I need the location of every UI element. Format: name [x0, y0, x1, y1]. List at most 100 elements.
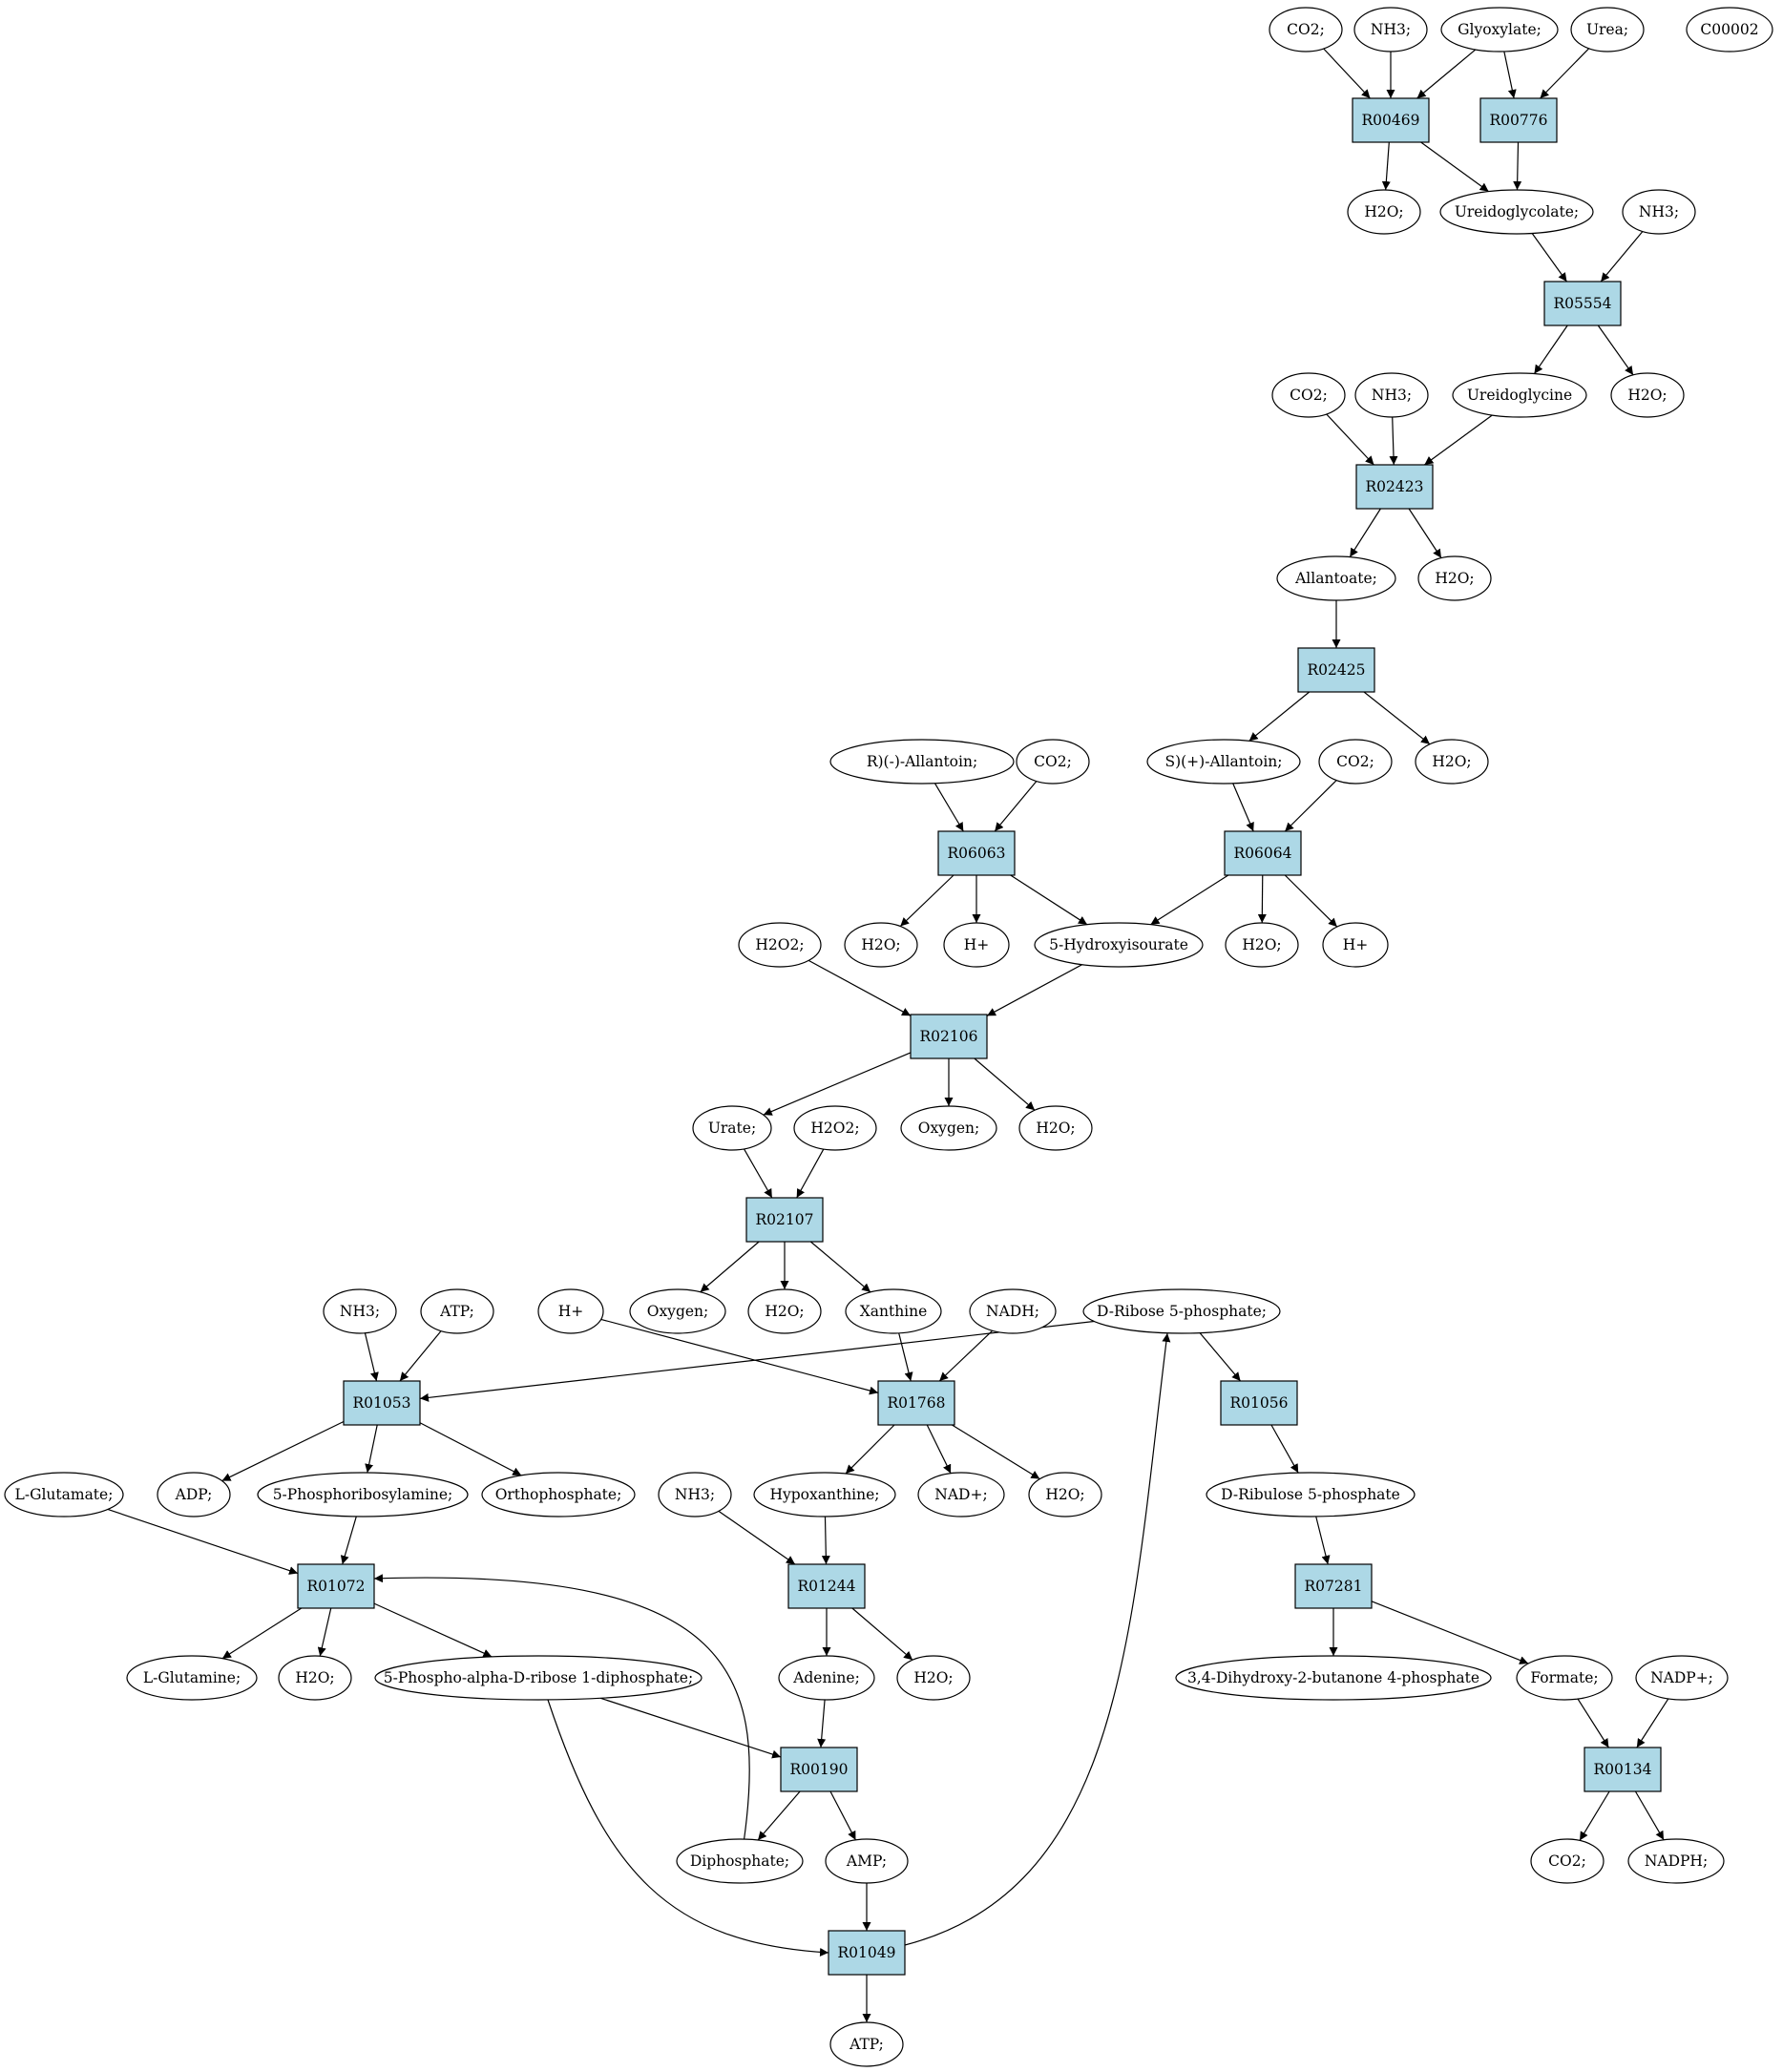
reaction-node-r_R06063: R06063 — [937, 830, 1016, 876]
node-label: R02425 — [1308, 661, 1366, 679]
compound-node-c_nh3_1: NH3; — [1353, 7, 1428, 52]
edge-c_nadpplus-to-r_R00134 — [1636, 1698, 1669, 1748]
compound-ellipse — [1322, 922, 1389, 968]
compound-node-c_s_allantoin: S)(+)-Allantoin; — [1146, 739, 1301, 785]
compound-ellipse — [1016, 739, 1090, 785]
node-label: H2O; — [1364, 203, 1403, 220]
compound-ellipse — [1269, 7, 1343, 52]
edge-c_ribose5p-to-r_R01056 — [1199, 1332, 1242, 1382]
node-label: R02106 — [920, 1028, 978, 1045]
edge-c_nadh-to-r_R01768 — [938, 1329, 994, 1382]
node-label: NH3; — [675, 1486, 715, 1503]
edge-r_R01049-to-c_ribose5p — [904, 1332, 1171, 1946]
compound-ellipse — [738, 922, 822, 968]
reaction-node-r_R01053: R01053 — [343, 1380, 421, 1426]
node-label: H2O; — [913, 1669, 953, 1686]
compound-ellipse — [943, 922, 1010, 968]
compound-node-c_adp: ADP; — [157, 1472, 231, 1517]
compound-node-c_hplus_1: H+ — [943, 922, 1010, 968]
compound-node-c_hypoxanthine: Hypoxanthine; — [753, 1472, 896, 1517]
compound-ellipse — [1627, 1838, 1725, 1884]
compound-ellipse — [1347, 189, 1421, 235]
reaction-box — [828, 1930, 906, 1976]
node-label: R01768 — [888, 1394, 946, 1412]
node-label: R01053 — [353, 1394, 411, 1412]
compound-ellipse — [629, 1288, 726, 1334]
edge-r_R01072-to-c_prpp — [373, 1602, 493, 1658]
node-label: R00469 — [1362, 112, 1420, 129]
node-label: R05554 — [1554, 295, 1612, 312]
node-label: H2O; — [1045, 1486, 1084, 1503]
node-label: R02423 — [1366, 478, 1424, 495]
edge-r_R05554-to-c_ureidoglycine — [1533, 324, 1568, 374]
compound-ellipse — [753, 1472, 896, 1517]
compound-node-c_oxygen_2: Oxygen; — [629, 1288, 726, 1334]
compound-ellipse — [793, 1105, 877, 1151]
node-label: R01056 — [1230, 1394, 1289, 1412]
edge-r_R02425-to-c_h2o_4 — [1363, 691, 1431, 745]
compound-ellipse — [278, 1655, 352, 1701]
node-label: CO2; — [1290, 387, 1328, 404]
compound-ellipse — [4, 1472, 124, 1517]
compound-ellipse — [1635, 1655, 1729, 1701]
node-label: H2O; — [1627, 387, 1667, 404]
compound-node-c_h2o_7: H2O; — [1018, 1105, 1093, 1151]
compound-node-c_h2o2_2: H2O2; — [793, 1105, 877, 1151]
compound-node-c_h2o_1: H2O; — [1347, 189, 1421, 235]
compound-node-c_ribose5p: D-Ribose 5-phosphate; — [1082, 1288, 1281, 1334]
edge-c_h2o2_1-to-r_R02106 — [808, 959, 912, 1016]
edge-c_nh3_2-to-r_R05554 — [1600, 231, 1644, 283]
node-label: R01072 — [307, 1578, 366, 1595]
compound-ellipse — [1439, 189, 1594, 235]
reaction-node-r_R02425: R02425 — [1297, 647, 1375, 693]
node-label: NH3; — [1639, 203, 1679, 220]
compound-node-c_hydroxyisourate: 5-Hydroxyisourate — [1034, 922, 1204, 968]
compound-ellipse — [1440, 7, 1559, 52]
compound-node-c_adenine: Adenine; — [778, 1655, 875, 1701]
node-label: Oxygen; — [647, 1303, 709, 1320]
compound-node-c_nadpplus: NADP+; — [1635, 1655, 1729, 1701]
edge-c_co2_2-to-r_R02423 — [1326, 413, 1374, 466]
edge-r_R02423-to-c_allantoate — [1349, 508, 1381, 557]
edge-r_R06064-to-c_h2o_6 — [1257, 874, 1267, 924]
node-label: Adenine; — [792, 1669, 860, 1686]
compound-node-c_prpp: 5-Phospho-alpha-D-ribose 1-diphosphate; — [374, 1655, 703, 1701]
edge-c_ureidoglycolate-to-r_R05554 — [1531, 233, 1567, 283]
edge-r_R00776-to-c_ureidoglycolate — [1513, 141, 1522, 191]
reaction-node-r_R01072: R01072 — [297, 1563, 375, 1609]
compound-node-c_nadh: NADH; — [969, 1288, 1057, 1334]
node-label: AMP; — [846, 1852, 887, 1870]
node-label: ADP; — [175, 1486, 213, 1503]
compound-ellipse — [1686, 7, 1773, 52]
reaction-box — [745, 1197, 824, 1243]
node-label: CO2; — [1287, 21, 1325, 38]
reaction-node-r_R00469: R00469 — [1352, 97, 1430, 143]
edge-c_urea-to-r_R00776 — [1540, 48, 1590, 99]
edge-c_co2_4-to-r_R06064 — [1284, 780, 1337, 832]
edge-c_hydroxyisourate-to-r_R02106 — [986, 964, 1082, 1016]
edge-c_r_allantoin-to-r_R06063 — [934, 783, 964, 832]
compound-node-c_urate: Urate; — [692, 1105, 772, 1151]
reaction-box — [1479, 97, 1558, 143]
node-label: ATP; — [439, 1303, 474, 1320]
compound-ellipse — [829, 739, 1015, 785]
edge-r_R01053-to-c_orthophosphate — [419, 1422, 522, 1476]
compound-node-c_diphosphate: Diphosphate; — [676, 1838, 804, 1884]
edge-c_hplus_3-to-r_R01768 — [600, 1318, 879, 1395]
edge-r_R02423-to-c_h2o_3 — [1408, 508, 1442, 558]
node-label: Hypoxanthine; — [769, 1486, 879, 1503]
reaction-node-r_R07281: R07281 — [1294, 1563, 1373, 1609]
reaction-node-r_R02106: R02106 — [910, 1014, 988, 1059]
node-label: Oxygen; — [918, 1120, 980, 1137]
reaction-node-r_R01768: R01768 — [877, 1380, 955, 1426]
edge-c_ureidoglycine-to-r_R02423 — [1424, 414, 1493, 466]
reaction-box — [1294, 1563, 1373, 1609]
node-label: R00134 — [1594, 1761, 1652, 1778]
node-label: CO2; — [1548, 1852, 1586, 1870]
node-label: Orthophosphate; — [495, 1486, 622, 1503]
compound-node-c_lglutamate: L-Glutamate; — [4, 1472, 124, 1517]
reaction-node-r_R00776: R00776 — [1479, 97, 1558, 143]
node-label: H2O; — [1036, 1120, 1075, 1137]
node-label: D-Ribose 5-phosphate; — [1097, 1303, 1267, 1320]
node-label: NAD+; — [934, 1486, 987, 1503]
